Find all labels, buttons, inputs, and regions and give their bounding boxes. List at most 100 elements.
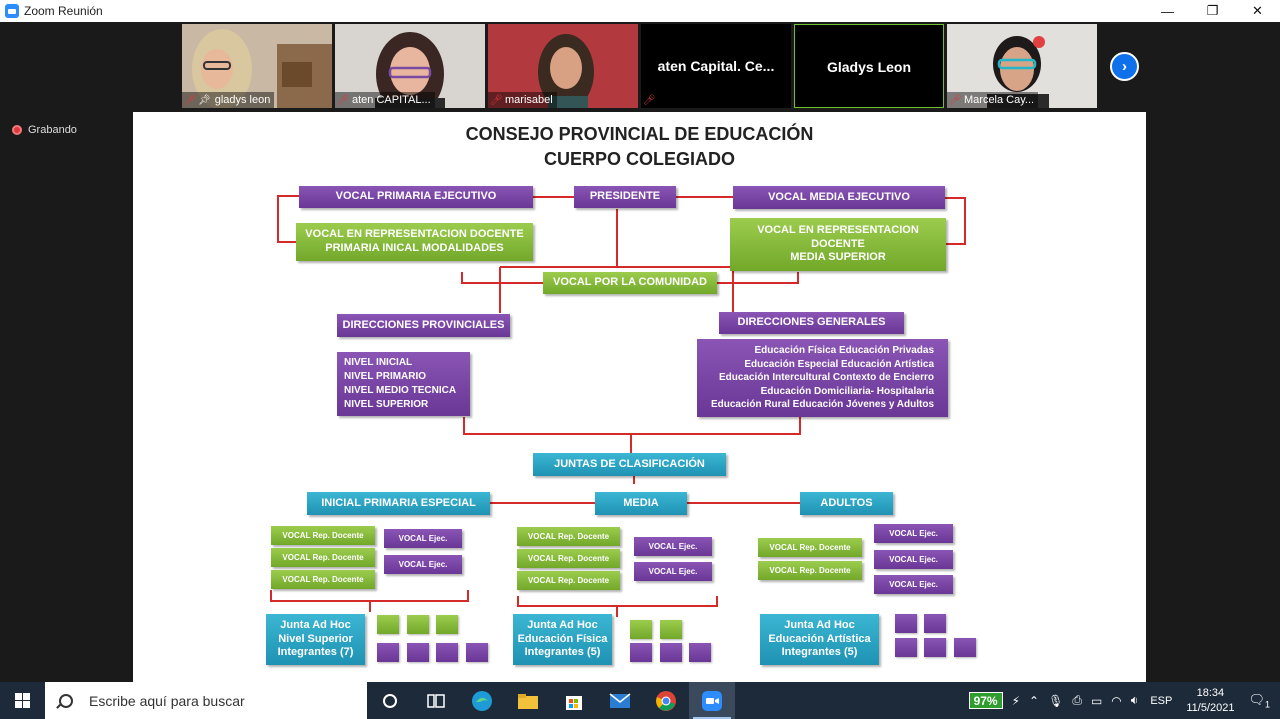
chrome-button[interactable] xyxy=(643,682,689,719)
chevron-up-icon[interactable]: ⌃ xyxy=(1029,693,1040,708)
recording-indicator[interactable]: Grabando xyxy=(12,124,77,136)
media-box: MEDIA xyxy=(595,492,687,515)
restore-button[interactable]: ❐ xyxy=(1206,3,1219,18)
presidente-box: PRESIDENTE xyxy=(574,186,676,208)
vocal-rep-docente-box: VOCAL Rep. Docente xyxy=(517,571,620,590)
vocal-rep-docente-box: VOCAL Rep. Docente xyxy=(517,527,620,546)
zoom-app-icon xyxy=(5,4,19,18)
participant-display-name: Gladys Leon xyxy=(826,59,912,75)
list-item: NIVEL PRIMARIO xyxy=(344,371,427,382)
participant-video xyxy=(947,24,1097,108)
adultos-box: ADULTOS xyxy=(800,492,893,515)
task-view-icon xyxy=(427,693,445,708)
member-square xyxy=(436,643,458,662)
mail-button[interactable] xyxy=(597,682,643,719)
clock-time: 18:34 xyxy=(1196,686,1225,699)
zoom-taskbar-button[interactable] xyxy=(689,682,735,719)
vocal-ejec-box: VOCAL Ejec. xyxy=(634,562,712,581)
vocal-ejec-box: VOCAL Ejec. xyxy=(874,524,953,543)
participant-video xyxy=(335,24,485,108)
member-square xyxy=(466,643,488,662)
direcciones-generales-box: DIRECCIONES GENERALES xyxy=(719,312,904,334)
participant-tile[interactable]: 🎤︎ aten CAPITAL... xyxy=(335,24,485,108)
participant-video xyxy=(488,24,638,108)
slide-title: CONSEJO PROVINCIAL DE EDUCACIÓN xyxy=(465,124,814,144)
window-titlebar: Zoom Reunión — ❐ ✕ xyxy=(0,0,1280,22)
microphone-icon[interactable]: 🎙︎ xyxy=(1048,693,1064,708)
participant-tile[interactable]: 🎤︎ marisabel xyxy=(488,24,638,108)
shared-screen-slide: CONSEJO PROVINCIAL DE EDUCACIÓN CUERPO C… xyxy=(133,112,1146,682)
participant-tile[interactable]: aten Capital. Ce... 🎤︎ xyxy=(641,24,791,108)
member-square xyxy=(630,620,652,639)
participant-tile[interactable]: 🎤︎ 📌︎ gladys leon xyxy=(182,24,332,108)
participant-tile-active-speaker[interactable]: Gladys Leon xyxy=(794,24,944,108)
vocal-rep-docente-box: VOCAL Rep. Docente xyxy=(271,526,375,545)
vocal-media-box: VOCAL MEDIA EJECUTIVO xyxy=(733,186,945,209)
record-dot-icon xyxy=(12,125,22,135)
taskbar-search-box[interactable]: Escribe aquí para buscar xyxy=(45,682,367,719)
muted-mic-icon: 🎤︎ xyxy=(949,94,962,106)
camera-icon[interactable]: ⎙ xyxy=(1072,693,1082,707)
list-item: Educación Especial Educación Artística xyxy=(744,358,935,370)
file-explorer-icon xyxy=(518,693,538,709)
language-indicator[interactable]: ESP xyxy=(1150,694,1173,707)
slide-subtitle: CUERPO COLEGIADO xyxy=(543,149,735,169)
juntas-clasificacion-box: JUNTAS DE CLASIFICACIÓN xyxy=(533,453,726,476)
search-placeholder: Escribe aquí para buscar xyxy=(89,692,245,709)
chrome-icon xyxy=(656,690,676,711)
wifi-icon[interactable]: ◠ xyxy=(1111,693,1122,708)
member-square xyxy=(377,615,399,634)
power-plug-icon: ⚡ xyxy=(1011,693,1021,708)
battery-icon[interactable]: ▭ xyxy=(1090,693,1103,708)
list-item: NIVEL SUPERIOR xyxy=(344,399,429,410)
member-square xyxy=(924,614,946,633)
participant-name: gladys leon xyxy=(214,94,271,106)
vocal-rep-docente-box: VOCAL Rep. Docente xyxy=(758,561,862,580)
task-view-button[interactable] xyxy=(413,682,459,719)
vocal-ejec-box: VOCAL Ejec. xyxy=(874,550,953,569)
cortana-icon xyxy=(383,693,397,708)
member-square xyxy=(895,638,917,657)
inicial-primaria-especial-box: INICIAL PRIMARIA ESPECIAL xyxy=(307,492,490,515)
close-button[interactable]: ✕ xyxy=(1252,3,1263,18)
muted-mic-icon: 🎤︎ xyxy=(490,94,503,106)
notifications-icon[interactable]: 🗨︎1 xyxy=(1248,691,1270,710)
store-button[interactable] xyxy=(551,682,597,719)
cortana-button[interactable] xyxy=(367,682,413,719)
vocal-rep-docente-box: VOCAL Rep. Docente xyxy=(271,570,375,589)
file-explorer-button[interactable] xyxy=(505,682,551,719)
recording-label: Grabando xyxy=(28,124,77,136)
minimize-button[interactable]: — xyxy=(1161,3,1174,19)
pin-icon: 📌︎ xyxy=(198,94,211,106)
edge-button[interactable] xyxy=(459,682,505,719)
volume-icon[interactable]: 🔉︎ xyxy=(1130,693,1139,707)
member-square xyxy=(924,638,946,657)
vocal-ejec-box: VOCAL Ejec. xyxy=(384,529,462,548)
vocal-rep-docente-box: VOCAL Rep. Docente xyxy=(517,549,620,568)
start-button[interactable] xyxy=(0,682,45,719)
mail-icon xyxy=(609,692,631,708)
battery-indicator[interactable]: 97% xyxy=(968,692,1003,709)
member-square xyxy=(377,643,399,662)
participant-video xyxy=(182,24,332,108)
clock-date: 11/5/2021 xyxy=(1186,701,1235,714)
member-square xyxy=(630,643,652,662)
member-square xyxy=(895,614,917,633)
member-square xyxy=(407,615,429,634)
next-page-button[interactable]: › xyxy=(1110,52,1139,81)
vocal-rep-docente-box: VOCAL Rep. Docente xyxy=(271,548,375,567)
search-icon xyxy=(59,693,73,708)
muted-mic-icon: 🎤︎ xyxy=(643,94,656,106)
direcciones-provinciales-box: DIRECCIONES PROVINCIALES xyxy=(337,314,510,337)
participant-tile[interactable]: 🎤︎ Marcela Cay... xyxy=(947,24,1097,108)
member-square xyxy=(660,620,682,639)
list-item: NIVEL MEDIO TECNICA xyxy=(344,385,457,396)
list-item: NIVEL INICIAL xyxy=(344,357,413,368)
vocal-ejec-box: VOCAL Ejec. xyxy=(634,537,712,556)
clock[interactable]: 18:34 11/5/2021 xyxy=(1186,686,1234,716)
participant-name: aten CAPITAL... xyxy=(352,94,431,106)
list-item: Educación Física Educación Privadas xyxy=(754,345,935,357)
